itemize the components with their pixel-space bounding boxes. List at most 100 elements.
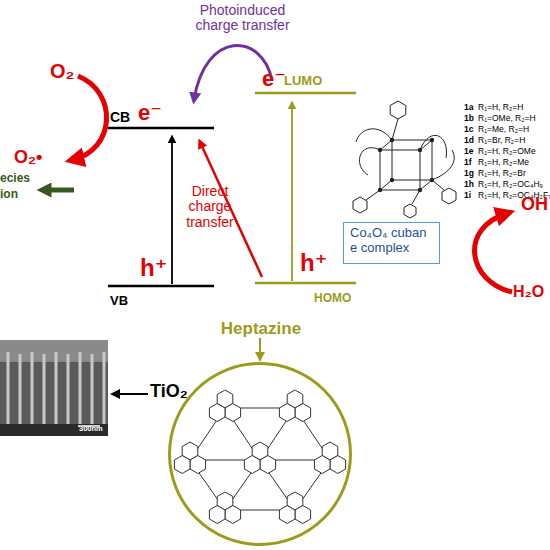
substituent-label: R₁=Br, R₂=H — [478, 136, 525, 145]
homo-level — [255, 282, 356, 285]
cube-face — [380, 150, 420, 190]
compound-number: 1f — [464, 158, 472, 167]
substituent-label: R₁=H, R₂=Me — [478, 158, 529, 167]
oxidation-arrow — [475, 213, 512, 292]
compound-number: 1c — [464, 125, 473, 134]
substituent-label: R₁=H, R₂=OC₄H₉ — [478, 180, 543, 189]
cube-face — [392, 140, 432, 180]
process-label: Photoinduced charge transfer — [185, 3, 300, 34]
heptazine-unit — [314, 442, 345, 474]
nanotube-walls — [8, 352, 104, 428]
conduction-band-level — [108, 127, 214, 130]
bond — [366, 190, 380, 200]
atom — [378, 188, 382, 192]
bond — [380, 140, 392, 150]
acetate-bridge — [420, 135, 447, 158]
nanotube — [55, 352, 58, 426]
substituent-label: R₁=Me, R₂=H — [478, 125, 529, 134]
species-label: O₂ — [50, 60, 74, 82]
charge-symbol: h⁺ — [300, 250, 327, 276]
bond — [392, 119, 398, 140]
pointer-arrow — [259, 338, 261, 358]
pyridine-ring — [390, 101, 406, 119]
material-label: TiO₂ — [150, 382, 188, 402]
charge-symbol: e⁻ — [262, 67, 286, 91]
heptazine-unit — [279, 390, 310, 422]
heptazine-unit — [209, 390, 240, 422]
bond — [420, 180, 432, 190]
atom — [418, 148, 422, 152]
compound-number: 1h — [464, 180, 474, 189]
species-arrow — [44, 188, 74, 193]
cubane-structure — [353, 101, 456, 218]
cubane-atoms — [378, 138, 434, 192]
nanotube — [7, 352, 10, 426]
nanotube — [91, 354, 94, 428]
nanotube — [19, 354, 22, 428]
level-label: VB — [110, 294, 128, 308]
node-text: 300nm — [79, 425, 103, 434]
lumo-level — [255, 92, 356, 95]
partial-label: ion — [0, 188, 18, 201]
pyridine-ring — [353, 197, 367, 213]
nanotube — [67, 354, 70, 428]
compound-number: 1i — [464, 191, 471, 200]
compound-number: 1g — [464, 169, 474, 178]
nanotube — [43, 354, 46, 428]
node-text: Co₄O₄ cuban e complex — [350, 226, 433, 256]
atom — [378, 148, 382, 152]
atom — [430, 178, 434, 182]
complex-box: Co₄O₄ cuban e complex — [343, 222, 440, 264]
substituent-label: R₁=OMe, R₂=H — [478, 114, 536, 123]
heptazine-unit — [174, 442, 205, 474]
charge-symbol: e⁻ — [138, 101, 162, 125]
level-label: LUMO — [284, 74, 322, 88]
species-label: O₂• — [14, 148, 42, 168]
species-label: OH — [521, 195, 548, 215]
compound-number: 1d — [464, 136, 474, 145]
atom — [390, 138, 394, 142]
sem-info-bar — [0, 424, 108, 436]
sem-image-frame: 300nm — [0, 340, 108, 436]
nanotube — [31, 352, 34, 426]
atom — [430, 138, 434, 142]
heptazine-links — [190, 408, 330, 510]
bond — [380, 180, 392, 190]
level-label: HOMO — [314, 292, 351, 305]
pointer-arrow — [114, 393, 148, 395]
level-label: CB — [110, 110, 130, 125]
heptazine-unit — [209, 492, 240, 524]
heptazine-unit — [244, 442, 275, 474]
charge-transfer-arrow — [194, 45, 272, 100]
nanotube — [103, 352, 106, 426]
heptazine-unit — [279, 492, 310, 524]
species-label: H₂O — [513, 283, 544, 301]
substituent-label: R₁=H, R₂=OMe — [478, 147, 536, 156]
partial-label: ecies — [0, 172, 30, 185]
acetate-bridge — [356, 129, 392, 142]
pyridine-ring — [442, 188, 456, 204]
reduction-arrow — [72, 76, 107, 160]
pyridine-ring — [404, 204, 416, 218]
compound-number: 1b — [464, 114, 474, 123]
process-label: Direct charge transfer — [180, 184, 240, 230]
atom — [418, 188, 422, 192]
substituent-label: R₁=H, R₂=H — [478, 103, 523, 112]
valence-band-level — [108, 285, 214, 288]
acetate-bridge — [359, 148, 380, 175]
excitation-arrow — [291, 104, 293, 281]
bond — [432, 180, 444, 190]
nanotube — [79, 352, 82, 426]
compound-number: 1e — [464, 147, 473, 156]
sem-image — [0, 340, 108, 436]
charge-symbol: h⁺ — [140, 255, 167, 281]
substituent-label: R₁=H, R₂=Br — [478, 169, 526, 178]
structure-circle: Heptazine — [168, 362, 352, 546]
node-text: Heptazine — [121, 319, 401, 339]
atom — [390, 178, 394, 182]
excitation-arrow — [171, 138, 173, 284]
compound-number: 1a — [464, 103, 473, 112]
acetate-bridge — [432, 150, 454, 180]
sem-background — [0, 340, 108, 436]
